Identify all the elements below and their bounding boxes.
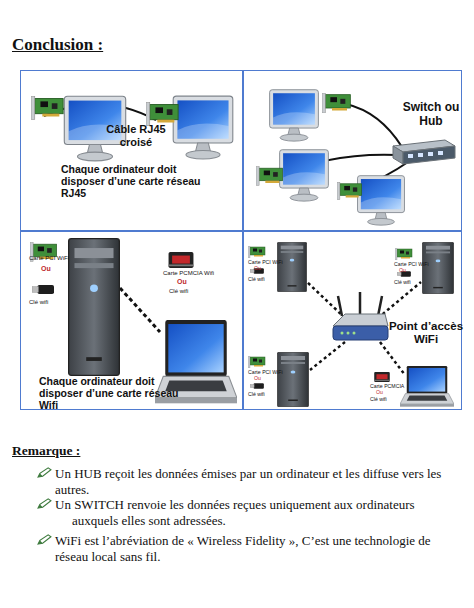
wifi-card [248,356,265,368]
bullet-icon [38,468,51,477]
wifi-link [380,342,405,375]
access-point [333,292,388,340]
panel-label: Ou [177,278,187,286]
wifi-link [120,288,160,332]
monitor [358,176,405,225]
switch-side [393,146,403,164]
tower-pc [277,352,308,407]
note-text: WiFi est l’abréviation de « Wireless Fid… [55,533,463,565]
laptop [400,366,454,407]
device-label: Clé wifi [29,299,48,306]
wifi-card [395,248,412,260]
device-label: Carte PCMCIA [370,384,404,390]
panel-box: Carte PCI WiFiOuClé wifiCarte PCI WiFiOu… [243,231,462,410]
section-heading: Remarque : [12,443,80,459]
device-label: Carte PCMCIA Wifi [163,270,214,277]
tower-pc [69,239,120,376]
wifi-dongle [32,285,54,294]
router-led [347,332,350,335]
device-label: Clé wifi [248,392,265,398]
bullet-icon [38,535,51,544]
network-card [322,93,350,113]
switch-port [418,153,423,157]
network-card [31,97,63,120]
device-label: Carte PCI WiFi [248,260,283,266]
device-label: Ou [254,376,261,382]
device-label: Ou [376,390,383,396]
pcmcia-card [169,252,194,268]
switch-front [403,146,455,164]
wifi-card [248,246,265,258]
router-led [353,332,356,335]
panel-label: Ou [41,265,51,273]
device-label: Clé wifi [394,280,411,286]
router-body [333,326,388,340]
panel-box: Carte PCI WiFiOuClé wifi Carte PCMCIA Wif… [20,231,243,410]
switch-device [393,140,455,164]
tower-pc [422,242,453,294]
page-title: Conclusion : [12,35,103,55]
panel-label: Switch ou Hub [402,101,460,129]
pcmcia-card [374,372,390,382]
device-label: Clé wifi [370,397,387,403]
wifi-link [378,282,421,318]
panel-label: Câble RJ45 croisé [93,123,179,148]
router-top [333,314,388,326]
device-label: Clé wifi [169,288,188,295]
antenna [338,292,382,316]
monitor [173,96,233,159]
panel-label: Point d’accès WiFi [388,320,464,346]
device-label: Clé wifi [248,277,265,283]
network-cable [346,104,402,147]
panel-label: Chaque ordinateur doit disposer d’une ca… [61,163,203,199]
router-led [341,332,344,335]
device-label: Carte PCI WiFi [248,370,283,376]
switch-port [408,154,413,158]
wifi-dongle [250,383,264,389]
monitor [280,150,329,201]
panel-box: Câble RJ45 croiséChaque ordinateur doit … [20,70,243,231]
tower-pc [277,242,306,292]
panel-label: Chaque ordinateur doit disposer d’une ca… [39,375,181,411]
switch-port [428,152,433,156]
network-card [146,103,178,126]
note-text: Un HUB reçoit les données émises par un … [55,466,463,498]
wifi-link [310,342,345,370]
monitor [270,90,319,141]
network-card [337,182,362,199]
switch-port [438,151,443,155]
device-label: Carte PCI WiFi [29,255,69,262]
network-card [256,167,282,186]
device-label: Ou [254,266,261,272]
bullet-icon [38,499,51,508]
panel-box: Switch ou Hub [243,70,462,231]
note-text: Un SWITCH renvoie les données reçues uni… [55,497,463,529]
device-label: Ou [399,268,406,274]
